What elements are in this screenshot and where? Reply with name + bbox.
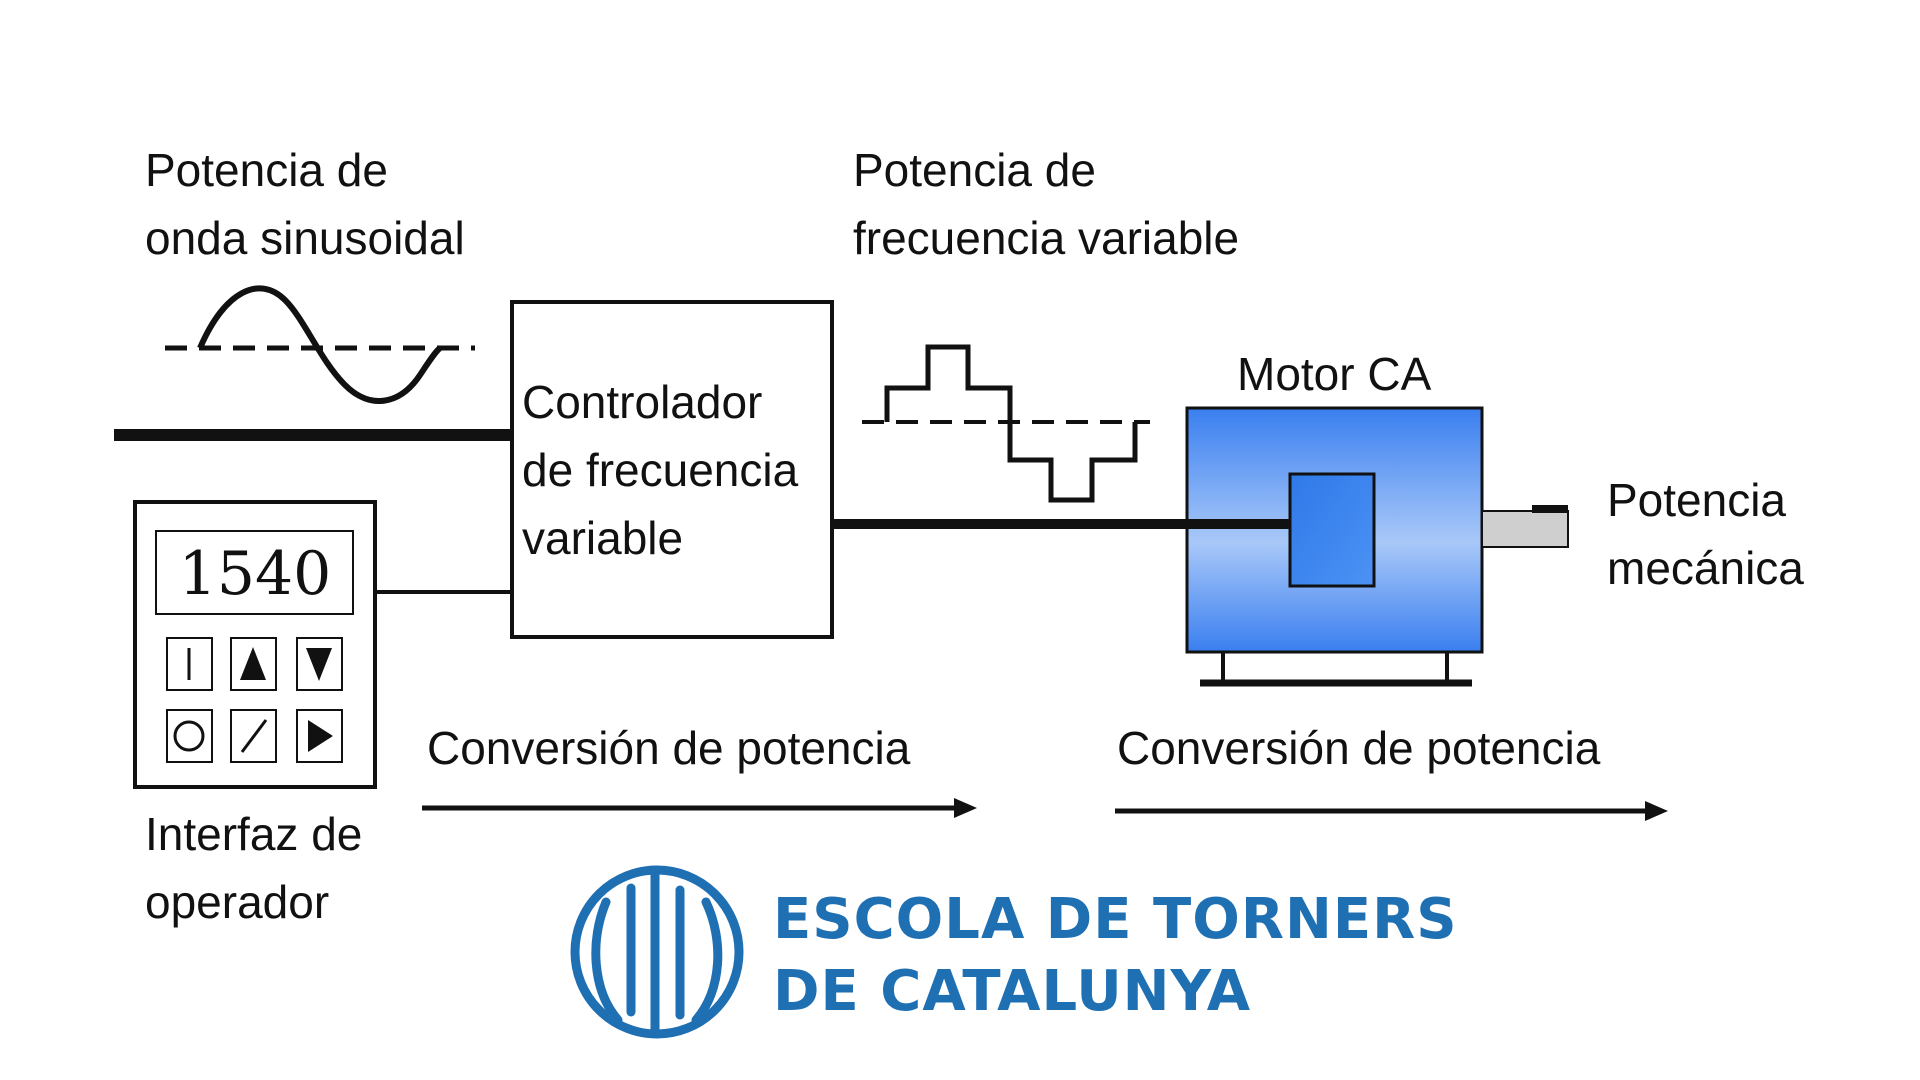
operator-interface-label-line1: Interfaz de — [145, 808, 363, 860]
controller-label: Controlador de frecuencia variable — [522, 368, 798, 572]
brand-wordmark-line2: DE CATALUNYA — [773, 959, 1252, 1024]
conversion-label-1: Conversión de potencia — [427, 714, 910, 782]
sine-power-label: Potencia de onda sinusoidal — [145, 136, 465, 272]
display-value: 1540 — [179, 539, 332, 609]
mechanical-power-label-line2: mecánica — [1607, 542, 1804, 594]
sine-power-label-line2: onda sinusoidal — [145, 212, 465, 264]
ac-motor — [1185, 406, 1569, 687]
conversion-arrow-2 — [1115, 801, 1668, 821]
controller-label-line1: Controlador — [522, 376, 763, 428]
vf-power-label-line1: Potencia de — [853, 144, 1096, 196]
conversion-label-2-text: Conversión de potencia — [1117, 722, 1601, 774]
controller-label-line3: variable — [522, 512, 684, 564]
conversion-arrow-1 — [422, 798, 977, 818]
brand-logo-icon — [570, 865, 744, 1039]
sine-power-label-line1: Potencia de — [145, 144, 388, 196]
brand-wordmark-line1: ESCOLA DE TORNERS — [773, 887, 1458, 952]
conversion-label-2: Conversión de potencia — [1117, 714, 1600, 782]
motor-shaft — [1481, 510, 1569, 548]
mechanical-power-label: Potencia mecánica — [1607, 466, 1804, 602]
motor-label: Motor CA — [1237, 340, 1431, 408]
motor-label-text: Motor CA — [1237, 348, 1432, 400]
operator-panel: 1540 — [133, 500, 377, 789]
stepped-wave-icon — [862, 344, 1150, 503]
operator-display — [155, 530, 354, 615]
motor-rotor — [1288, 472, 1376, 588]
controller-label-line2: de frecuencia — [522, 444, 799, 496]
operator-interface-label-line2: operador — [145, 876, 330, 928]
brand-wordmark: ESCOLA DE TORNERS DE CATALUNYA — [773, 884, 1458, 1028]
controller-box — [510, 300, 834, 639]
operator-interface-label: Interfaz de operador — [145, 800, 362, 936]
mechanical-power-label-line1: Potencia — [1607, 474, 1787, 526]
conversion-label-1-text: Conversión de potencia — [427, 722, 911, 774]
sine-wave-icon — [165, 285, 475, 404]
vf-power-label-line2: frecuencia variable — [853, 212, 1240, 264]
vf-power-label: Potencia de frecuencia variable — [853, 136, 1239, 272]
